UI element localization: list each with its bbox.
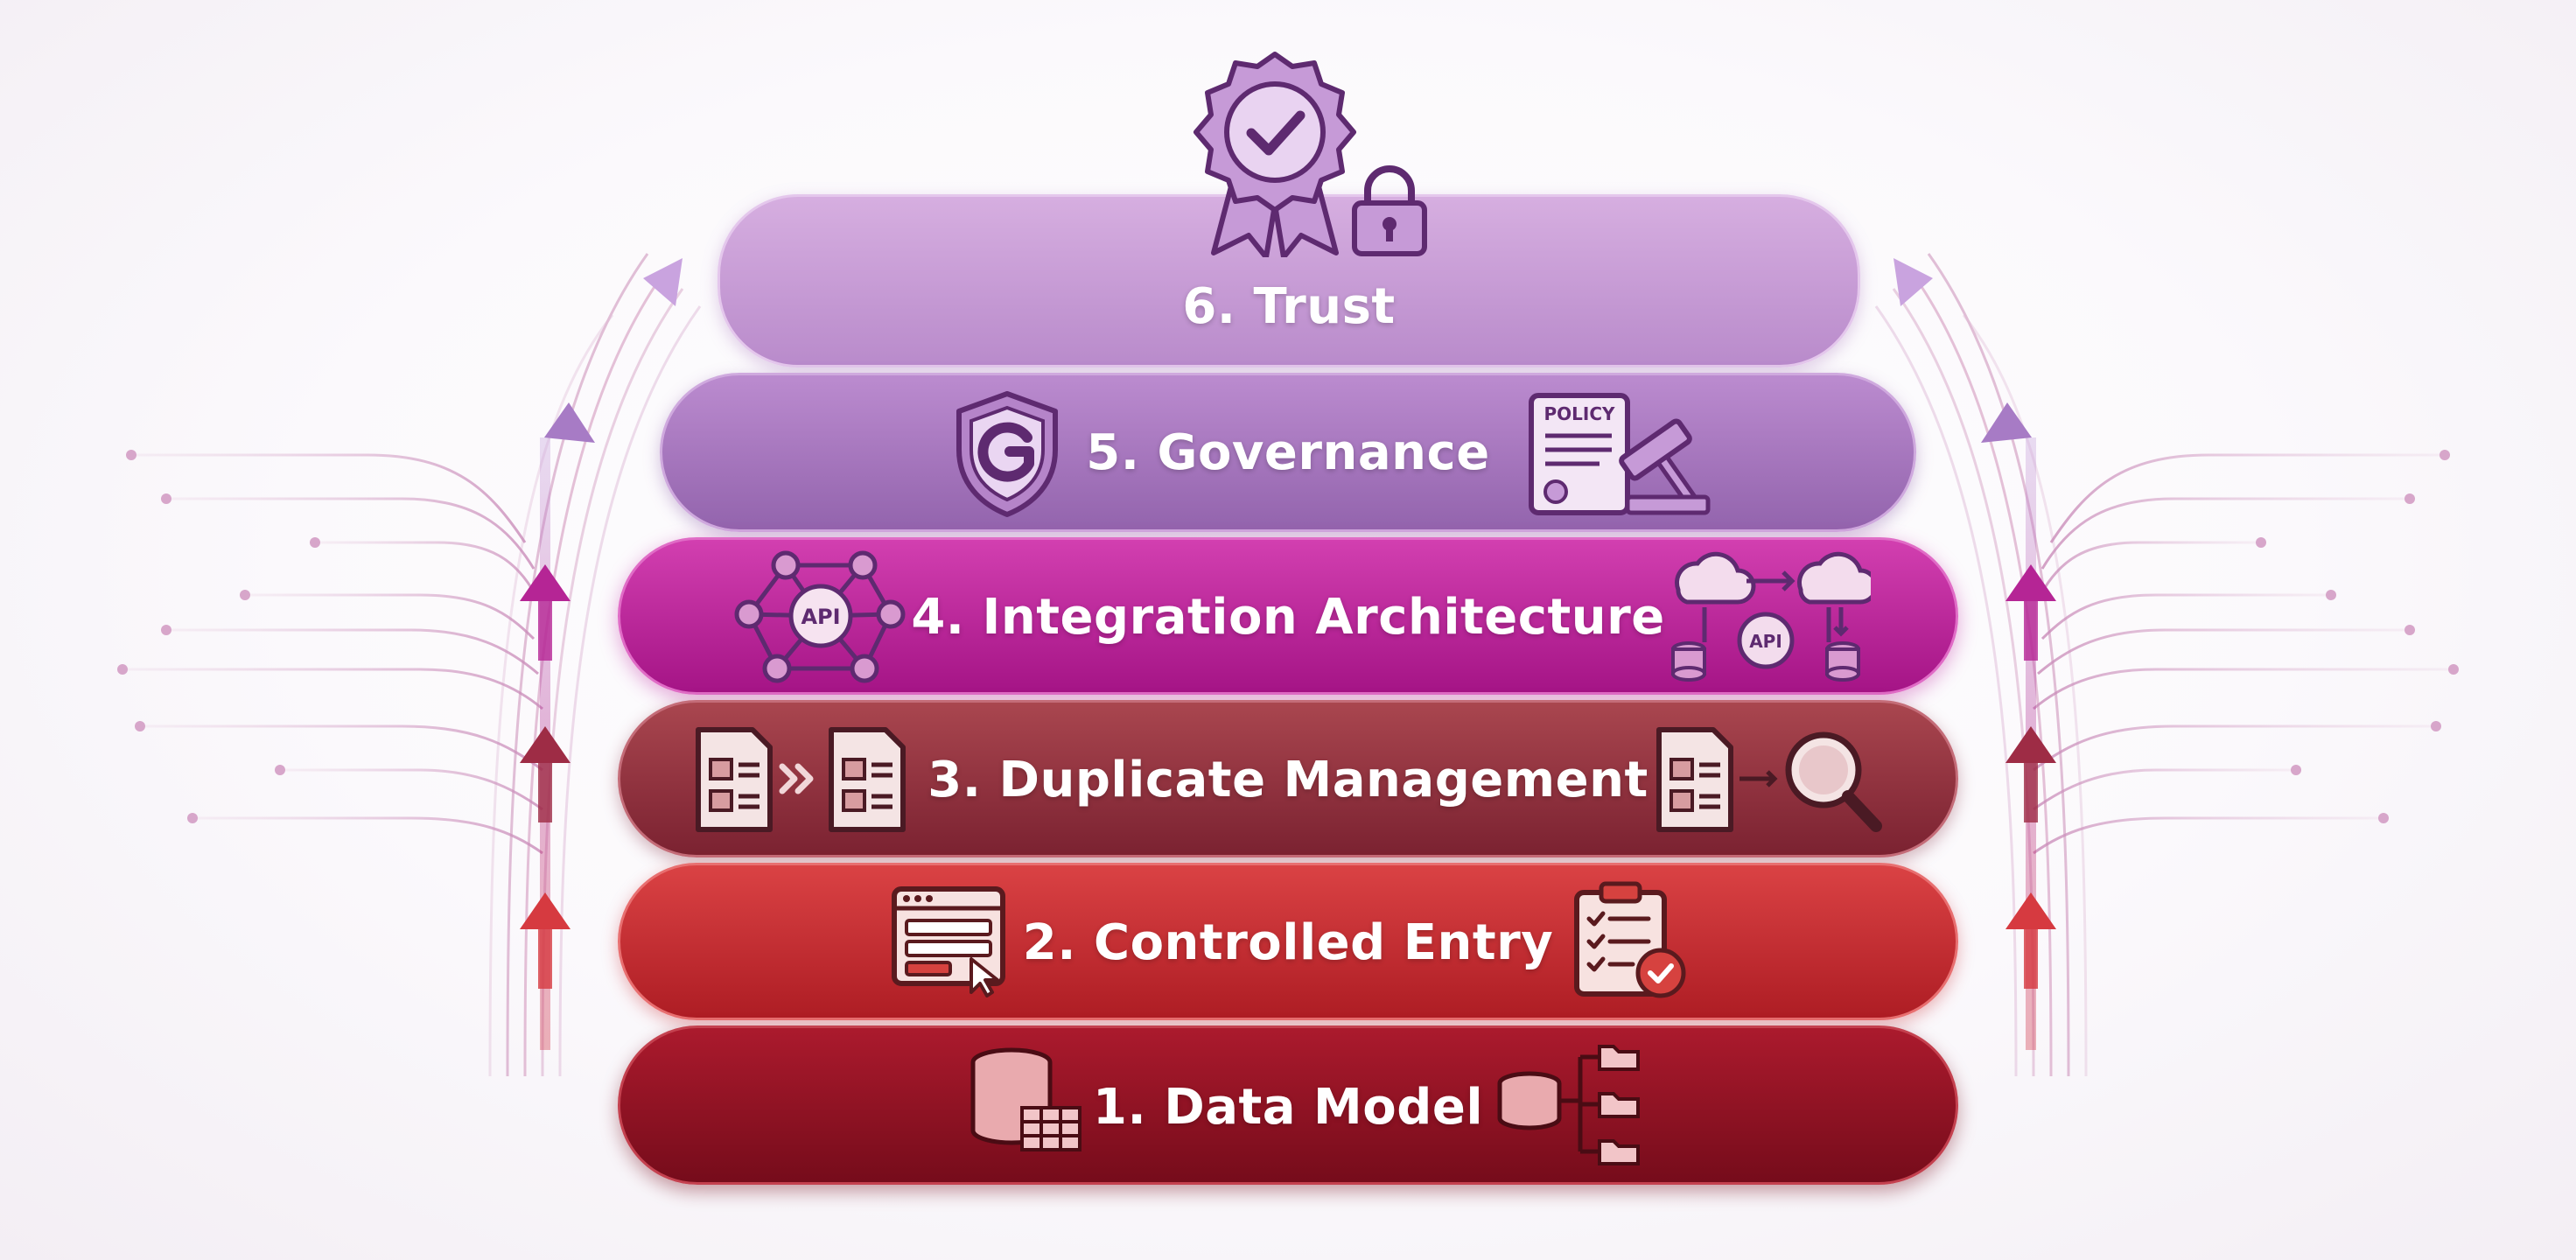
right-up-arrows: [1894, 258, 2056, 1050]
tier-label: 5. Governance: [1086, 424, 1490, 481]
tier-governance: 5. Governance: [660, 373, 1916, 532]
tier-data-model: 1. Data Model: [618, 1026, 1958, 1185]
api-word: API: [801, 605, 840, 629]
record-search-icon: [1656, 727, 1882, 832]
checklist-clipboard-icon: [1574, 881, 1686, 998]
left-node-dots: [117, 450, 320, 823]
api-word: API: [1749, 631, 1782, 652]
policy-document-gavel-icon: POLICY: [1529, 393, 1711, 515]
right-flow-lines: [1874, 253, 2454, 1077]
merge-records-icon: [696, 727, 906, 832]
award-badge-icon: [1194, 52, 1356, 257]
policy-word: POLICY: [1544, 403, 1615, 424]
shield-g-icon: [956, 391, 1058, 517]
tier-label: 4. Integration Architecture: [911, 589, 1665, 646]
tier-label: 3. Duplicate Management: [928, 752, 1648, 808]
tier-controlled-entry: 2. Controlled Entry: [618, 863, 1958, 1020]
api-network-icon: API: [734, 550, 906, 683]
tier-label: 1. Data Model: [1092, 1079, 1484, 1136]
right-node-dots: [2256, 450, 2459, 823]
database-table-icon: [970, 1047, 1082, 1152]
left-up-arrows: [520, 258, 682, 1050]
cloud-api-sync-icon: API: [1671, 551, 1871, 682]
web-form-icon: [892, 886, 1005, 998]
padlock-icon: [1352, 165, 1427, 256]
left-flow-lines: [122, 253, 702, 1077]
tier-label: 2. Controlled Entry: [1022, 914, 1554, 971]
tier-label: 6. Trust: [1182, 278, 1396, 335]
database-hierarchy-icon: [1497, 1045, 1640, 1166]
